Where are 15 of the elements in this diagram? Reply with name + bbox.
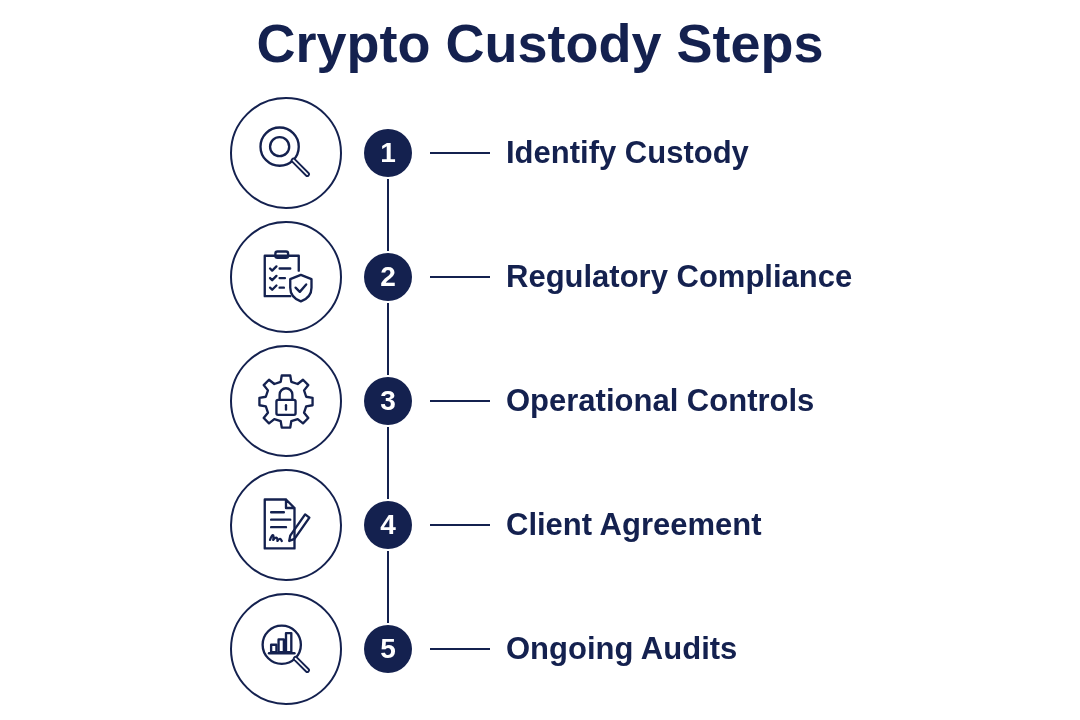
- step-label: Identify Custody: [506, 129, 749, 177]
- step-label: Regulatory Compliance: [506, 253, 853, 301]
- connector-line: [387, 550, 389, 624]
- title: Crypto Custody Steps: [256, 12, 824, 75]
- connector-line: [429, 400, 491, 402]
- connector-line: [429, 648, 491, 650]
- connector-line: [429, 276, 491, 278]
- connector-line: [387, 302, 389, 376]
- connector-line: [387, 178, 389, 252]
- connector-line: [429, 524, 491, 526]
- step-label: Operational Controls: [506, 377, 815, 425]
- step-label: Ongoing Audits: [506, 625, 738, 673]
- connector-line: [387, 426, 389, 500]
- step-label: Client Agreement: [506, 501, 762, 549]
- connector-line: [429, 152, 491, 154]
